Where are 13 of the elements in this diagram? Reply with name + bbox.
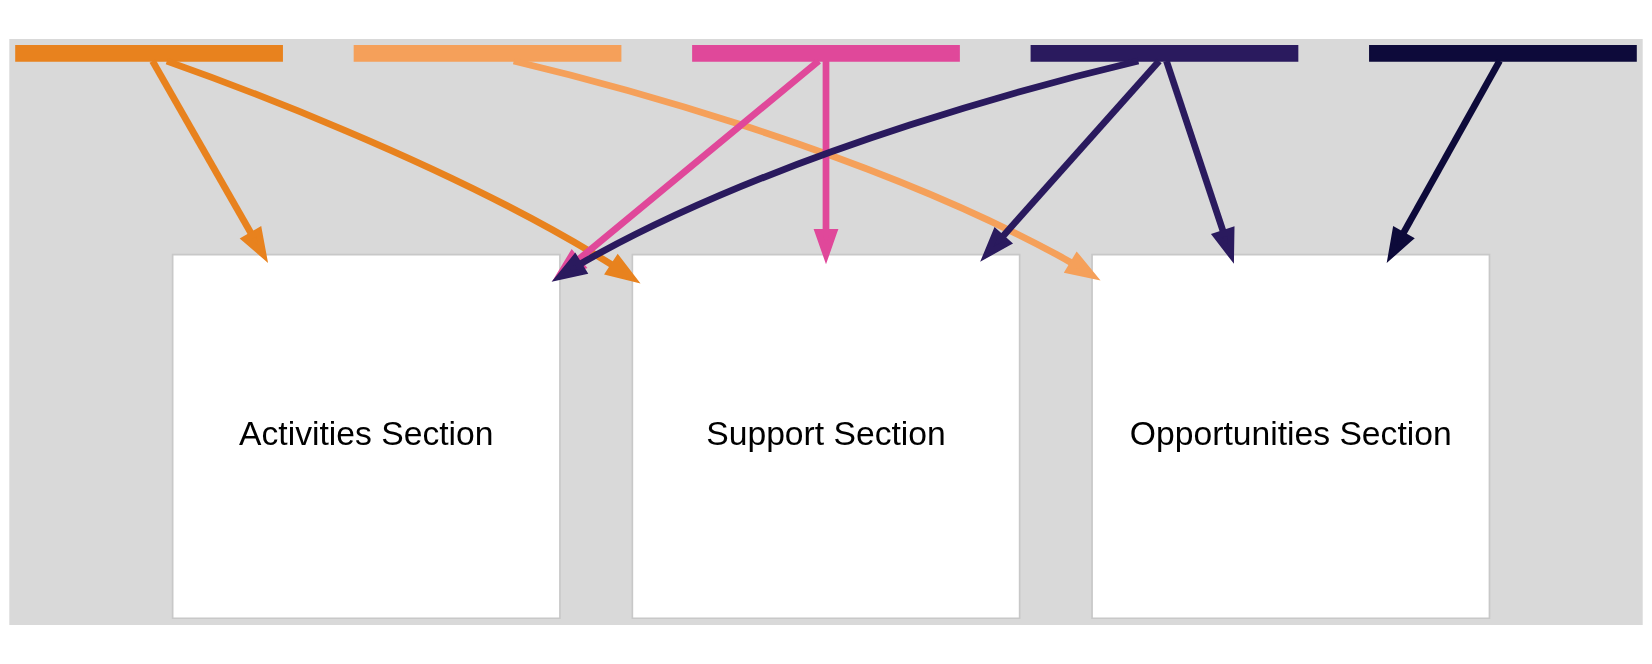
arrow [149, 59, 269, 263]
node-bar [1030, 44, 1299, 62]
node-box: Support Section [631, 253, 1021, 620]
node-bar [15, 44, 283, 62]
arrow [1163, 59, 1235, 264]
node-box: Activities Section [171, 253, 561, 620]
node-box: Opportunities Section [1091, 253, 1491, 620]
arrow [813, 60, 839, 265]
node-bar [1369, 44, 1637, 62]
arrow [980, 58, 1162, 262]
arrow [1386, 59, 1503, 264]
node-bar [692, 44, 960, 62]
node-bar [353, 44, 622, 62]
